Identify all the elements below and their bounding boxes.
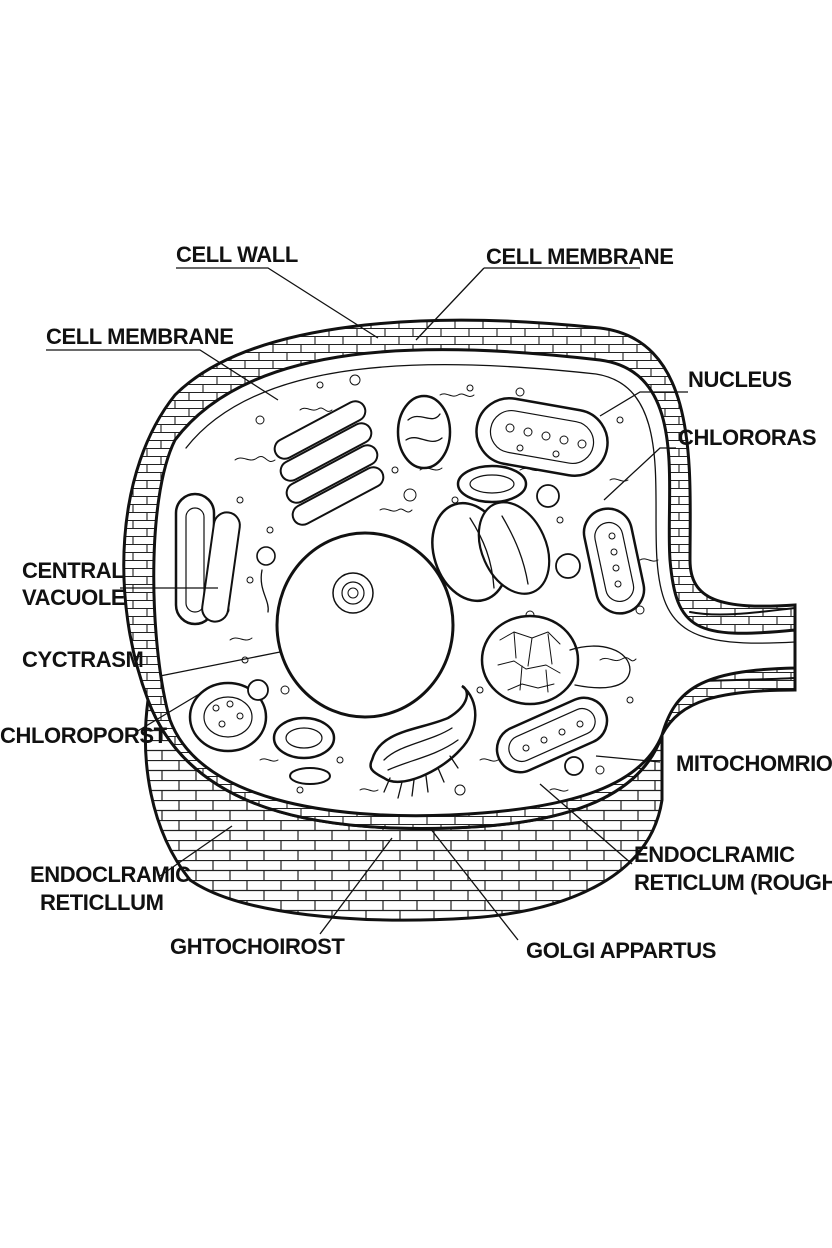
- label-er-right-line1: ENDOCLRAMIC: [634, 842, 795, 867]
- label-central-vacuole-line2: VACUOLE: [22, 585, 125, 610]
- label-ghtochoirost: GHTOCHOIROST: [170, 934, 345, 959]
- nucleus: [480, 614, 631, 706]
- label-er-left-line1: ENDOCLRAMIC: [30, 862, 191, 887]
- label-cell-membrane-left: CELL MEMBRANE: [46, 324, 234, 349]
- leader-lines: [46, 267, 688, 941]
- label-central-vacuole-line1: CENTRAL: [22, 558, 124, 583]
- label-cytoplasm: CYCTRASM: [22, 647, 143, 672]
- label-chloroplast-right: CHLORORAS: [678, 425, 816, 450]
- central-vacuole: [275, 531, 455, 719]
- label-er-right-line2: RETICLUM (ROUGH): [634, 870, 832, 895]
- label-cell-wall: CELL WALL: [176, 242, 298, 267]
- mitochondrion: [247, 394, 584, 785]
- labels: CELL WALL CELL MEMBRANE CELL MEMBRANE NU…: [0, 242, 832, 963]
- label-er-left-line2: RETICLLUM: [40, 890, 164, 915]
- label-mitochondrion: MITOCHOMRION: [676, 751, 832, 776]
- label-cell-membrane-top: CELL MEMBRANE: [486, 244, 674, 269]
- label-nucleus: NUCLEUS: [688, 367, 792, 392]
- small-vesicles: [256, 546, 276, 613]
- label-golgi-apparatus: GOLGI APPARTUS: [526, 938, 716, 963]
- label-chloroplast-left: CHLOROPORST: [0, 723, 168, 748]
- chloroplast: [174, 397, 646, 774]
- golgi-apparatus: [369, 684, 477, 799]
